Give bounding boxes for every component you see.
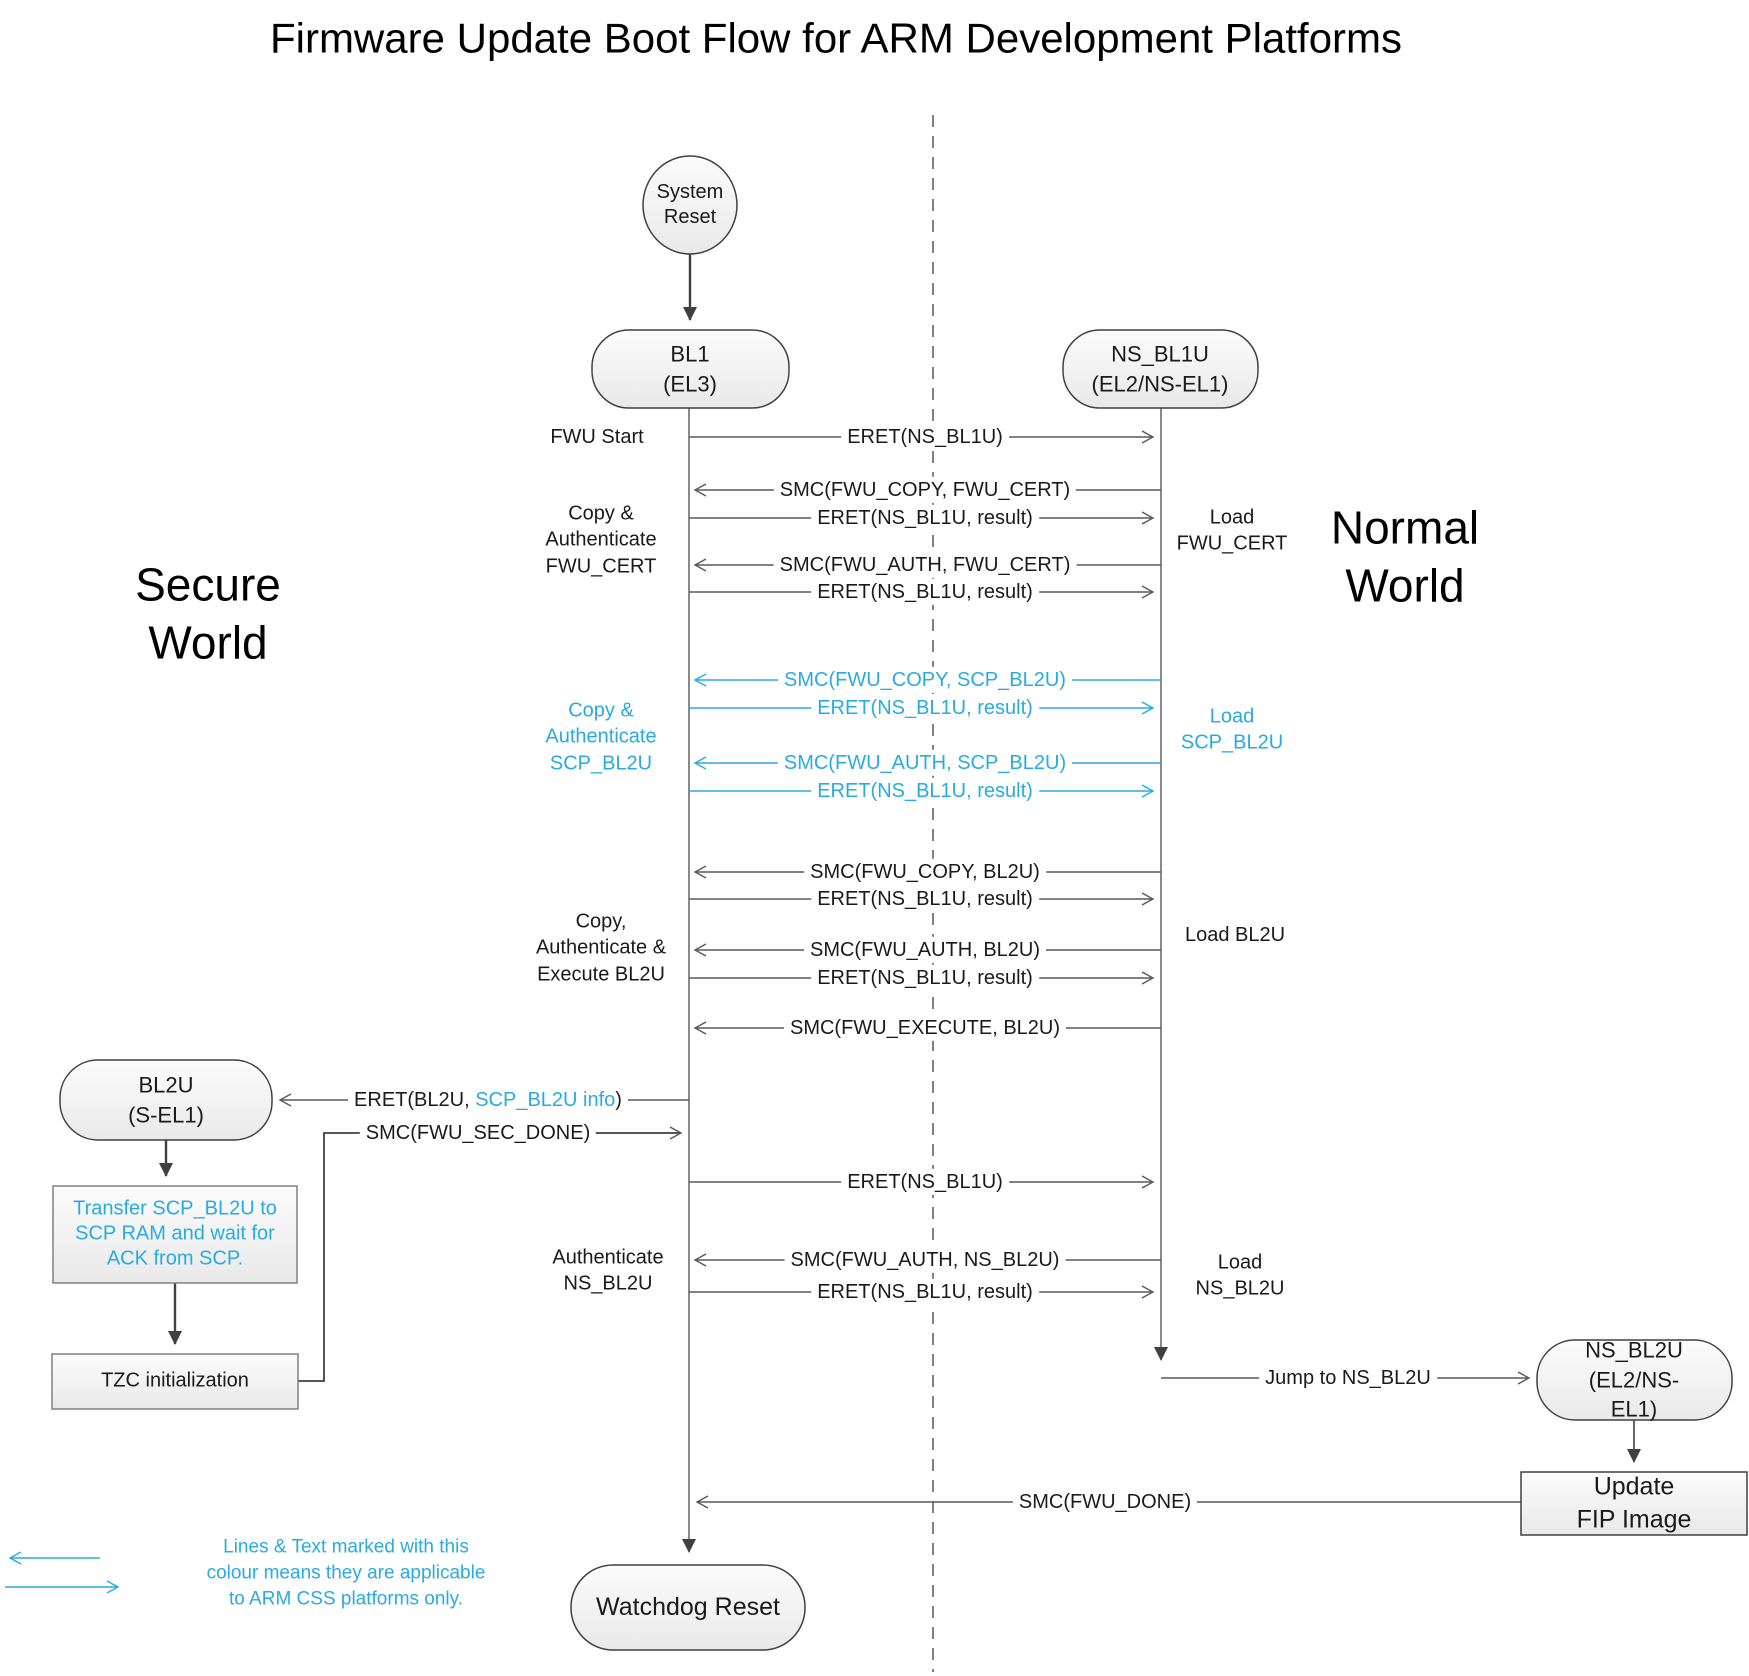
msg-label-eret-result-5: ERET(NS_BL1U, result): [811, 885, 1039, 913]
msg-label-eret-result-3: ERET(NS_BL1U, result): [811, 694, 1039, 722]
msg-label-eret-result-2: ERET(NS_BL1U, result): [811, 578, 1039, 606]
secure-world-label: Secure World: [135, 558, 281, 669]
msg-label-eret-result-1: ERET(NS_BL1U, result): [811, 504, 1039, 532]
msg-label-smc-auth-cert: SMC(FWU_AUTH, FWU_CERT): [773, 551, 1077, 579]
msg-label-eret-bl2u: ERET(BL2U, SCP_BL2U info): [348, 1086, 628, 1114]
ns-bl1u-node: NS_BL1U (EL2/NS-EL1): [1091, 341, 1229, 396]
msg-label-smc-execute: SMC(FWU_EXECUTE, BL2U): [783, 1014, 1067, 1042]
msg-label-eret-result-7: ERET(NS_BL1U, result): [811, 1278, 1039, 1306]
msg-label-eret-result-4: ERET(NS_BL1U, result): [811, 777, 1039, 805]
msg-label-smc-auth-scp: SMC(FWU_AUTH, SCP_BL2U): [777, 749, 1073, 777]
msg-label-smc-copy-scp: SMC(FWU_COPY, SCP_BL2U): [778, 666, 1072, 694]
msg-label-smc-copy-bl2u: SMC(FWU_COPY, BL2U): [804, 858, 1046, 886]
activity-load-bl2u: Load BL2U: [1184, 923, 1286, 946]
activity-authenticate-ns-bl2u: Authenticate NS_BL2U: [552, 1246, 664, 1295]
msg-label-eret-bl2u-part3: ): [615, 1088, 622, 1111]
transfer-scp-node: Transfer SCP_BL2U to SCP RAM and wait fo…: [73, 1197, 277, 1270]
msg-label-smc-auth-bl2u: SMC(FWU_AUTH, BL2U): [803, 936, 1047, 964]
ns-bl1u-shape: [1062, 329, 1259, 409]
msg-label-smc-copy-cert: SMC(FWU_COPY, FWU_CERT): [773, 476, 1077, 504]
watchdog-shape: [570, 1564, 806, 1651]
transfer-scp-shape: [52, 1185, 298, 1284]
bl2u-node: BL2U (S-EL1): [128, 1072, 204, 1127]
msg-label-smc-sec-done: SMC(FWU_SEC_DONE): [359, 1119, 597, 1147]
msg-label-smc-auth-nsbl2u: SMC(FWU_AUTH, NS_BL2U): [784, 1246, 1066, 1274]
msg-label-jump-ns-bl2u: Jump to NS_BL2U: [1259, 1364, 1437, 1392]
system-reset-node: System Reset: [656, 181, 724, 228]
msg-label-eret-bl2u-part2: SCP_BL2U info: [475, 1088, 616, 1111]
legend-note: Lines & Text marked with this colour mea…: [206, 1536, 486, 1611]
activity-load-fwu-cert: Load FWU_CERT: [1176, 506, 1288, 555]
bl2u-shape: [59, 1059, 273, 1141]
msg-label-eret-bl2u-part1: ERET(BL2U,: [354, 1088, 476, 1111]
ns-bl2u-shape: [1536, 1339, 1733, 1421]
msg-label-eret-result-6: ERET(NS_BL1U, result): [811, 964, 1039, 992]
activity-load-ns-bl2u: Load NS_BL2U: [1195, 1251, 1285, 1300]
normal-world-label: Normal World: [1330, 501, 1480, 612]
msg-label-eret-ns-bl1u-1: ERET(NS_BL1U): [841, 423, 1009, 451]
activity-copy-auth-exec-bl2u: Copy, Authenticate & Execute BL2U: [535, 910, 667, 986]
tzc-node: TZC initialization: [101, 1369, 249, 1392]
watchdog-node: Watchdog Reset: [596, 1592, 780, 1621]
update-fip-node: Update FIP Image: [1576, 1472, 1692, 1534]
update-fip-shape: [1520, 1471, 1748, 1536]
system-reset-shape: [642, 155, 738, 255]
diagram-title: Firmware Update Boot Flow for ARM Develo…: [269, 14, 1403, 62]
msg-label-smc-done: SMC(FWU_DONE): [1012, 1488, 1198, 1516]
bl1-node: BL1 (EL3): [663, 341, 717, 396]
msg-label-eret-ns-bl1u-2: ERET(NS_BL1U): [841, 1168, 1009, 1196]
activity-fwu-start: FWU Start: [550, 425, 644, 448]
activity-load-scp-bl2u: Load SCP_BL2U: [1180, 705, 1284, 754]
activity-copy-auth-scp-bl2u: Copy & Authenticate SCP_BL2U: [545, 699, 657, 775]
bl1-shape: [591, 329, 790, 409]
activity-copy-auth-fwu-cert: Copy & Authenticate FWU_CERT: [545, 502, 657, 578]
ns-bl2u-node: NS_BL2U (EL2/NS-EL1): [1585, 1337, 1683, 1422]
tzc-shape: [51, 1353, 299, 1410]
